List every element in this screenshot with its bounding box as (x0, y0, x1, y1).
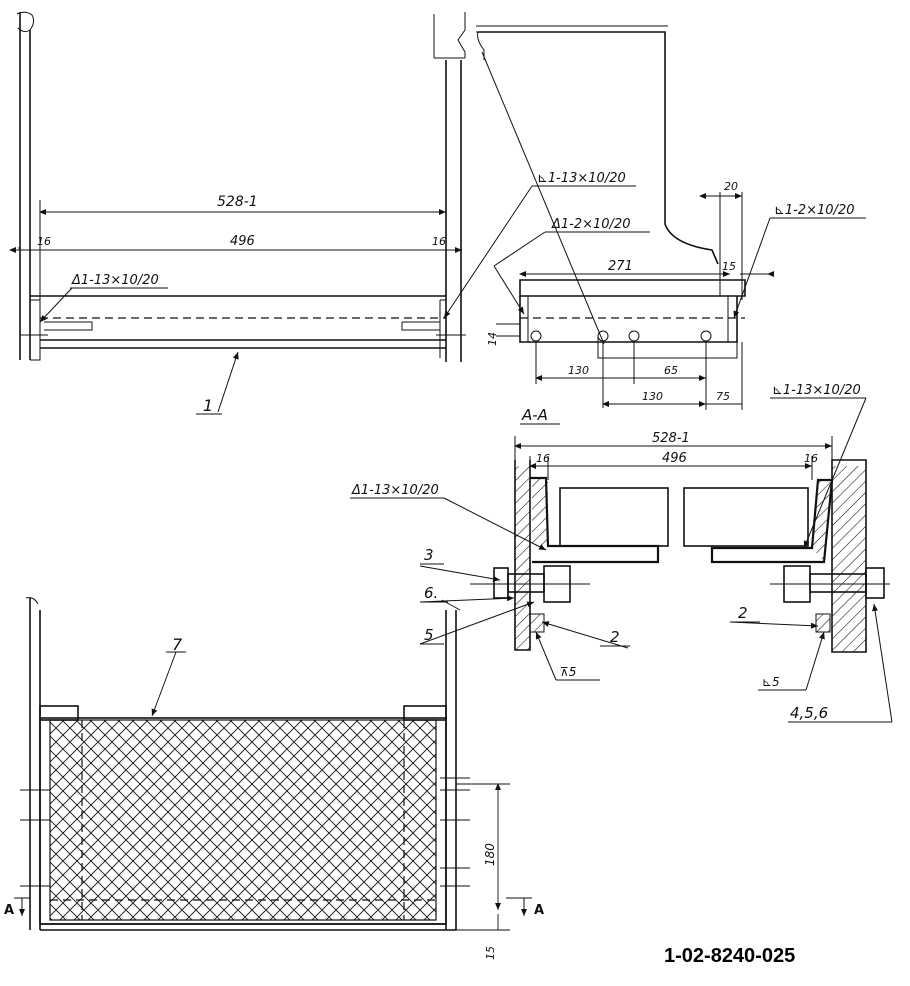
weld-top-b-label: Δ1-2×10/20 (551, 217, 630, 232)
callout-2-right-label: 2 (738, 604, 748, 622)
dim-528-label: 528-1 (217, 194, 258, 210)
callout-5-label: 5 (424, 626, 434, 644)
dim-130b-label: 130 (642, 390, 663, 403)
section-marker-right: A (534, 903, 544, 918)
section-dim-16-right-label: 16 (804, 452, 818, 465)
callout-6-label: 6. (424, 584, 438, 602)
top-left-view: 528-1 496 16 16 Δ1-13×10/20 ⊾1-13×10/20 … (9, 11, 650, 415)
drawing-number: 1-02-8240-025 (664, 945, 795, 967)
weld-left-label: Δ1-13×10/20 (71, 273, 159, 288)
dim-130a-label: 130 (568, 364, 589, 377)
section-dim-16-left-label: 16 (536, 452, 550, 465)
callout-456-label: 4,5,6 (790, 704, 828, 722)
weld-small-left-label: ⊼5 (560, 665, 576, 679)
weld-top-a-label: ⊾1-13×10/20 (537, 171, 626, 186)
section-label: А-А (521, 406, 548, 424)
dim-496-label: 496 (230, 234, 255, 249)
section-dim-528-label: 528-1 (652, 431, 690, 446)
section-weld-left-label: Δ1-13×10/20 (351, 483, 439, 498)
dim-20-label: 20 (724, 180, 738, 193)
section-dim-496-label: 496 (662, 451, 687, 466)
dim-16-right-label: 16 (432, 235, 446, 248)
dim-16-left-label: 16 (37, 235, 51, 248)
dim-15-bottom-label: 15 (484, 946, 497, 960)
weld-small-right-label: ⊾5 (762, 675, 780, 689)
dim-75-label: 75 (716, 390, 730, 403)
callout-2-left-label: 2 (610, 628, 620, 646)
dim-180-label: 180 (483, 843, 497, 866)
section-weld-right-label: ⊾1-13×10/20 (772, 383, 861, 398)
section-a-a: А-А 528-1 (350, 383, 893, 723)
callout-1-label: 1 (203, 396, 213, 415)
top-right-view: 20 271 15 14 130 65 130 75 ⊾1-2×10/20 (476, 25, 866, 410)
weld-right-label: ⊾1-2×10/20 (774, 203, 854, 218)
dim-65-label: 65 (664, 364, 678, 377)
dim-15-right-label: 15 (722, 260, 736, 273)
dim-14-label: 14 (486, 332, 499, 346)
bottom-view: A A 180 15 7 (4, 597, 544, 960)
section-marker-left: A (4, 903, 14, 918)
dim-271-label: 271 (608, 259, 633, 274)
callout-3-label: 3 (424, 546, 434, 564)
callout-7-label: 7 (172, 635, 183, 654)
